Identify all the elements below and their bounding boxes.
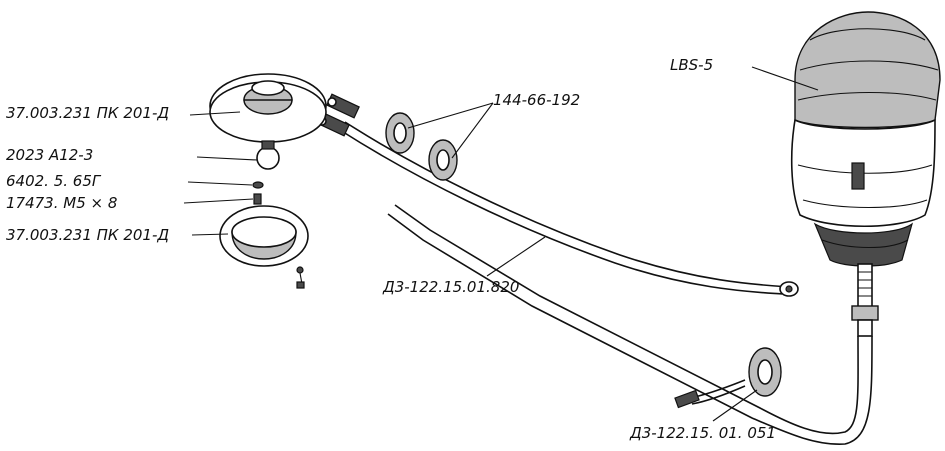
beacon-switch xyxy=(851,162,865,190)
label-beacon: LBS-5 xyxy=(670,56,713,74)
cable xyxy=(387,204,873,445)
label-wire-harness: Д3-122.15.01.820 xyxy=(382,278,519,296)
label-grommet: 144-66-192 xyxy=(493,91,580,109)
beacon-stem xyxy=(857,263,873,309)
housing-part xyxy=(219,205,309,289)
label-screw: 17473. М5 × 8 xyxy=(6,194,117,212)
beacon-lamp xyxy=(790,11,941,337)
beacon-dome xyxy=(794,11,941,129)
label-cable-assembly: Д3-122.15. 01. 051 xyxy=(629,424,776,442)
label-lamp: 2023 А12-3 xyxy=(6,146,93,164)
cable-lug xyxy=(674,389,700,409)
wire-harness xyxy=(316,93,799,297)
label-washer: 6402. 5. 65Г xyxy=(6,172,102,190)
label-housing: 37.003.231 ПК 201-Д xyxy=(6,226,169,244)
lamp-bulb xyxy=(256,140,280,170)
leader-lines xyxy=(183,66,819,422)
washer-part xyxy=(252,181,264,189)
beacon-nut xyxy=(851,305,879,321)
label-lens: 37.003.231 ПК 201-Д xyxy=(6,104,169,122)
lens-part xyxy=(209,73,327,143)
screw-part xyxy=(253,193,262,205)
beacon-base xyxy=(813,222,914,267)
